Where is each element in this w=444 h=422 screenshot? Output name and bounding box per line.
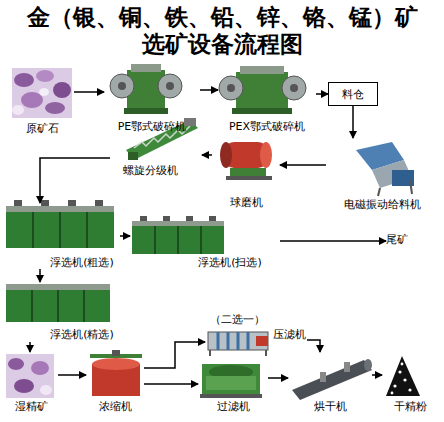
flow-arrow [29,342,31,352]
node-label: 料仓 [329,88,377,101]
flotation-machine-picture [132,216,224,254]
equipment-node: 浮选机(扫选) [130,216,280,269]
equipment-node: 尾矿 [386,232,426,248]
node-label: 螺旋分级机 [110,164,190,177]
wet-concentrate-picture [6,354,54,398]
filter-press-picture [208,332,268,356]
node-label: PE鄂式破碎机 [104,120,200,133]
node-label: PEX鄂式破碎机 [218,120,316,133]
flow-arrow [74,91,104,93]
flow-arrow [39,269,41,282]
flow-arrow [40,158,110,203]
node-label: 浮选机(粗选) [44,256,120,269]
thickener-picture [90,350,142,396]
flow-arrow [144,383,198,385]
flow-arrow [280,240,386,242]
equipment-node: 过滤机 [198,360,268,414]
node-label: 湿精矿 [4,400,58,413]
ore-picture [12,68,72,118]
flotation-machine-picture [6,200,114,248]
flow-arrow [202,154,212,156]
fine-jaw-crusher-picture [219,66,306,114]
equipment-node: 浮选机(粗选) [4,203,120,269]
flow-arrow [352,106,354,138]
equipment-node: 原矿石 [10,66,74,138]
flow-arrow [120,235,130,237]
flotation-machine-picture [6,284,110,322]
node-label: 原矿石 [10,122,74,135]
note-label: （二选一） [210,313,265,326]
flow-arrow [58,374,86,376]
equipment-node: 烘干机 [288,352,372,414]
equipment-node: 压滤机 [205,326,307,358]
equipment-node: 球磨机 [212,134,280,210]
flow-arrow [307,340,320,352]
node-label: 烘干机 [288,400,372,413]
flow-arrow [280,164,326,166]
ball-mill-picture [220,142,272,180]
flow-arrow [144,342,205,368]
equipment-node: PE鄂式破碎机 [104,60,200,134]
flow-arrow [372,374,382,376]
diagram-title: 金（银、铜、铁、铅、锌、铬、锰）矿 选矿设备流程图 [17,4,427,58]
node-label: 过滤机 [198,400,268,413]
jaw-crusher-picture [110,64,182,114]
equipment-node: 干精粉 [382,352,438,414]
node-label: 电磁振动给料机 [326,198,438,211]
node-label: 浮选机(精选) [44,328,120,341]
flow-arrow [268,377,288,379]
equipment-node: 电磁振动给料机 [326,138,438,212]
node-label: 球磨机 [212,196,280,209]
equipment-node: 浓缩机 [86,352,144,414]
equipment-node: 螺旋分级机 [110,116,202,178]
flow-arrow [316,93,328,95]
node-label: 浓缩机 [86,400,144,413]
rotary-dryer-picture [292,359,372,400]
node-label: 压滤机 [271,328,307,341]
equipment-node: 湿精矿 [4,352,58,414]
drum-filter-picture [200,364,262,398]
bin-box: 料仓 [328,82,378,106]
equipment-node: 浮选机(精选) [4,282,120,342]
flow-arrow [200,89,218,91]
dry-powder-picture [386,356,420,396]
vibrating-feeder-picture [356,142,414,196]
node-label: 浮选机(扫选) [180,256,280,269]
equipment-node: PEX鄂式破碎机 [218,62,316,134]
node-label: 干精粉 [382,400,438,413]
node-label: 尾矿 [386,233,426,246]
